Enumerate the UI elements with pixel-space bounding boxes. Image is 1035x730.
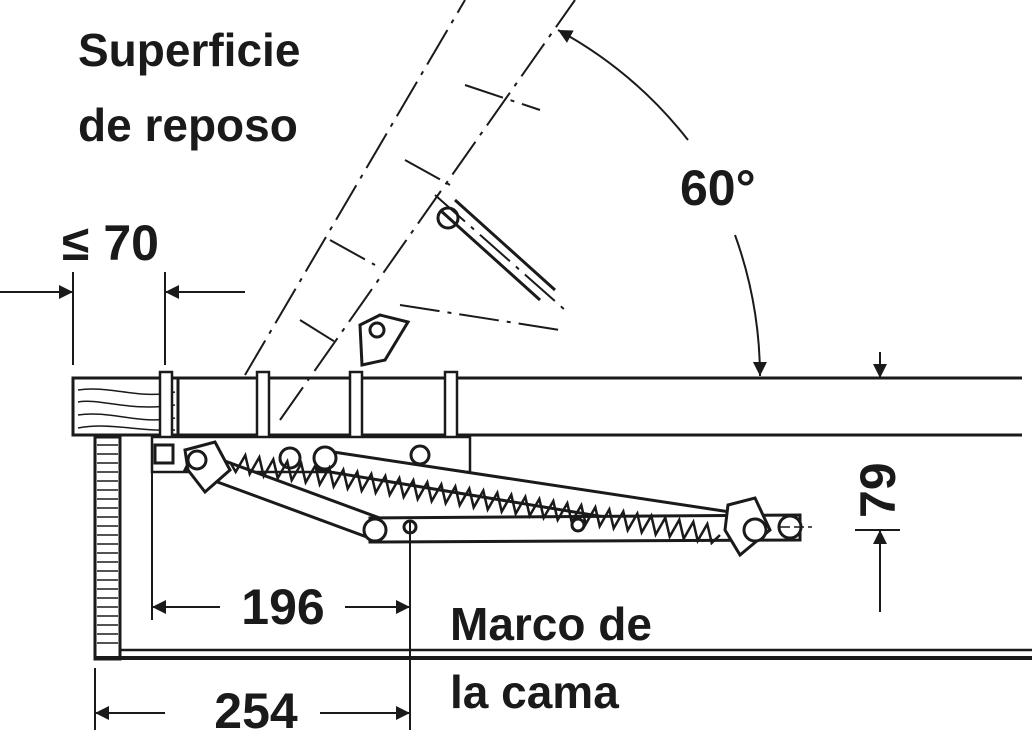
frame-label-line2: la cama	[450, 666, 619, 718]
frame-label-line1: Marco de	[450, 598, 652, 650]
dimension-196-label: 196	[241, 579, 324, 635]
max-offset-label: ≤ 70	[62, 215, 159, 271]
spring	[228, 451, 721, 546]
screws	[158, 370, 459, 446]
dimension-lines	[0, 29, 900, 730]
raised-arm	[358, 198, 557, 367]
dimension-254-label: 254	[214, 683, 298, 730]
angle-label: 60°	[680, 160, 756, 216]
surface-label-line2: de reposo	[78, 99, 298, 151]
bed-frame	[93, 435, 1032, 661]
lid-board	[71, 376, 1022, 437]
height-label: 79	[850, 462, 906, 518]
raised-lid-outline	[244, 0, 576, 421]
surface-label-line1: Superficie	[78, 24, 300, 76]
